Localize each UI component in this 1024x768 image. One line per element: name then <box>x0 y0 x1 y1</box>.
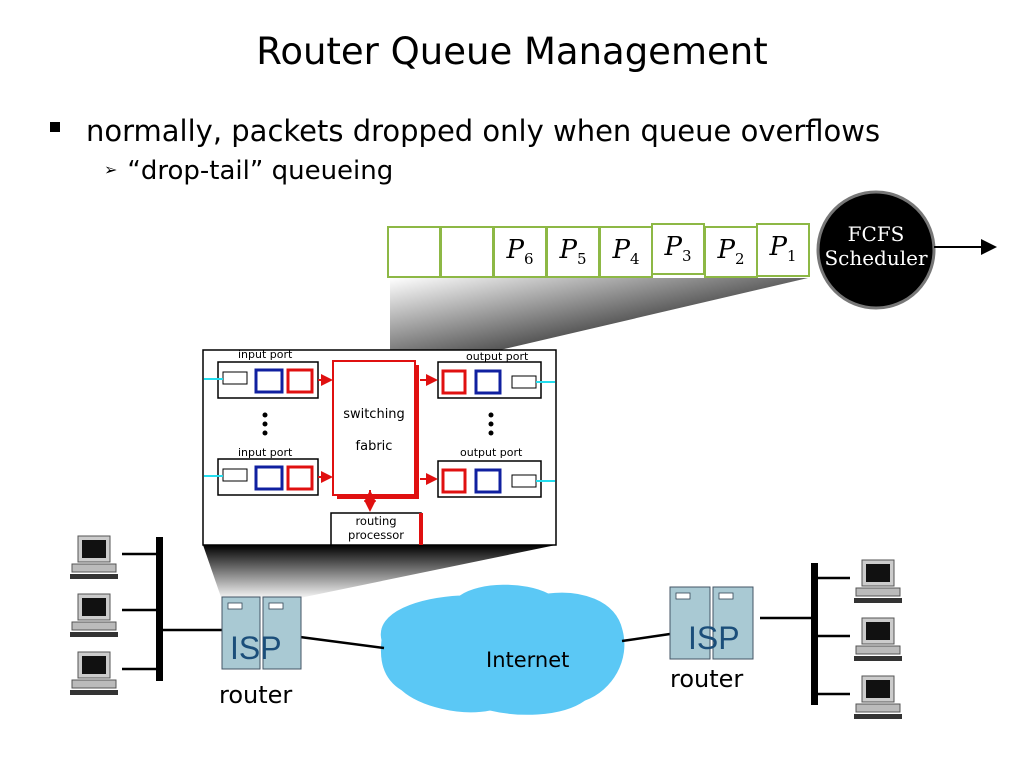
computer-icon <box>854 617 902 661</box>
fabric-label: fabric <box>355 439 393 454</box>
isp-right-label: ISP <box>688 620 740 656</box>
switching-label: switching <box>343 407 405 422</box>
sub-bullet-text: “drop-tail” queueing <box>127 156 394 186</box>
routing-processor-label: routing processor <box>331 514 421 542</box>
output-port-label: output port <box>466 350 529 363</box>
computer-icon <box>70 651 118 695</box>
lan-bus-right <box>811 563 818 705</box>
network-links <box>122 552 850 696</box>
bullet-item: normally, packets dropped only when queu… <box>50 114 880 148</box>
isp-router-left <box>221 596 302 670</box>
packet-label-p3: P3 <box>664 232 692 266</box>
bullet-text: normally, packets dropped only when queu… <box>86 114 881 148</box>
router-internals <box>202 349 557 546</box>
computer-icon <box>70 535 118 579</box>
packet-label-p6: P6 <box>506 235 534 269</box>
lan-bus-left <box>156 537 163 681</box>
zoom-projection-bottom <box>203 545 556 600</box>
square-bullet-icon <box>50 122 60 132</box>
slide-title: Router Queue Management <box>256 30 768 73</box>
fcfs-scheduler <box>816 190 936 310</box>
output-port-label: output port <box>460 446 523 459</box>
routing-label: routing <box>355 514 397 528</box>
scheduler-label: FCFS Scheduler <box>818 222 934 270</box>
isp-left-label: ISP <box>230 630 282 666</box>
computer-icon <box>854 675 902 719</box>
input-port-label: input port <box>238 446 293 459</box>
zoom-projection-top <box>390 278 808 364</box>
router-right-label: router <box>670 665 744 693</box>
processor-label: processor <box>348 528 404 542</box>
arrow-bullet-icon: ➢ <box>104 160 118 179</box>
computer-icon <box>70 593 118 637</box>
packet-label-p1: P1 <box>769 232 797 266</box>
sub-bullet-item: ➢ “drop-tail” queueing <box>104 156 393 186</box>
scheduler-label-line2: Scheduler <box>824 246 928 270</box>
packet-label-p2: P2 <box>717 235 745 269</box>
packet-label-p5: P5 <box>559 235 587 269</box>
router-left-label: router <box>219 681 293 709</box>
computer-icon <box>854 559 902 603</box>
scheduler-label-line1: FCFS <box>847 222 905 246</box>
packet-label-p4: P4 <box>612 235 640 269</box>
internet-cloud <box>380 584 625 715</box>
input-port-label: input port <box>238 348 293 361</box>
packet-queue <box>387 223 810 278</box>
internet-label: Internet <box>486 648 570 672</box>
isp-router-right <box>669 586 754 660</box>
